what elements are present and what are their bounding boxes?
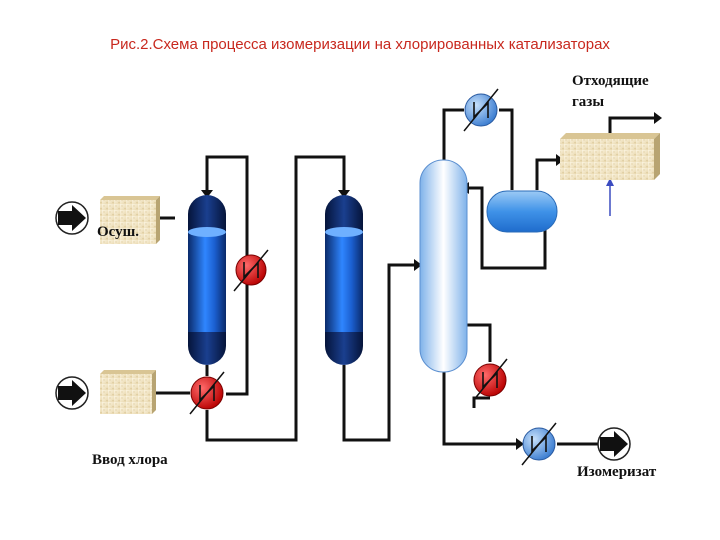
label-chlorine-input: Ввод хлора	[92, 452, 168, 468]
input-arrow-top	[55, 201, 89, 235]
pipe-reboiler-return	[472, 396, 490, 408]
reboiler	[472, 358, 508, 402]
arrow-to-cooler	[516, 438, 524, 450]
pipe-reflux	[467, 186, 547, 270]
reactor-1	[188, 195, 226, 365]
condenser	[463, 88, 499, 132]
output-arrow-product	[597, 427, 631, 461]
pipe-bottoms	[442, 372, 520, 446]
arrow-scrubber-feed	[606, 178, 614, 186]
arrow-offgas	[654, 112, 662, 124]
pipe-r2-to-column	[342, 263, 420, 442]
heater-feed	[189, 371, 225, 415]
reflux-separator	[486, 190, 558, 233]
reactor-2	[325, 195, 363, 365]
arrow-r2-top	[338, 190, 350, 198]
dryer-box-top	[100, 196, 160, 244]
scrubber-box	[560, 133, 660, 180]
label-dryer: Осуш.	[97, 224, 140, 240]
pipe-condenser-to-separator	[499, 108, 514, 190]
arrow-into-column	[414, 259, 422, 271]
distillation-column	[419, 159, 468, 373]
pipe-separator-gas	[535, 158, 560, 190]
pipe-offgas	[608, 116, 658, 136]
pipe-r1-to-r2	[205, 155, 346, 442]
arrow-r1-top	[201, 190, 213, 198]
label-offgas-1: Отходящие	[572, 73, 649, 89]
dryer-box-bottom	[100, 370, 156, 414]
pipe-r1-loop	[205, 155, 249, 396]
pipelines	[155, 108, 658, 446]
heater-top	[233, 249, 269, 292]
label-isomerizate: Изомеризат	[577, 464, 657, 480]
product-cooler	[521, 422, 557, 466]
input-arrow-bottom	[55, 376, 89, 410]
diagram-title: Рис.2.Схема процесса изомеризации на хло…	[110, 36, 610, 53]
label-offgas-2: газы	[572, 94, 605, 110]
pipe-column-to-condenser	[442, 108, 464, 160]
